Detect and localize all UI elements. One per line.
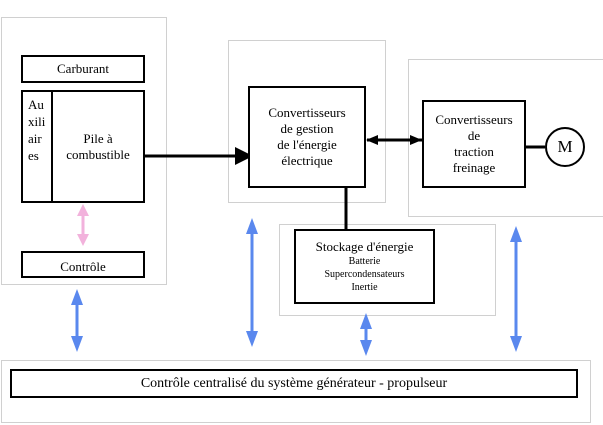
- converter-traction-box: Convertisseurs de traction freinage: [422, 100, 526, 188]
- motor-circle: M: [545, 127, 585, 167]
- storage-items: Batterie Supercondensateurs Inertie: [324, 256, 405, 293]
- converter-management-label: Convertisseurs de gestion de l'énergie é…: [268, 105, 346, 168]
- pile-combustible-label: Pile à combustible: [66, 130, 130, 162]
- pile-combustible-box: Pile à combustible: [51, 90, 145, 203]
- converter-management-box: Convertisseurs de gestion de l'énergie é…: [248, 86, 366, 188]
- blue-arrow-energy-management-control: [246, 218, 258, 347]
- auxiliaires-label: Au xili air es: [28, 97, 46, 163]
- auxiliaires-box: Au xili air es: [21, 90, 53, 203]
- arrow-head-left: [366, 135, 378, 145]
- controle-box: Contrôle: [21, 251, 145, 278]
- storage-box: Stockage d'énergie Batterie Supercondens…: [294, 229, 435, 304]
- motor-label: M: [557, 137, 573, 156]
- storage-title: Stockage d'énergie: [315, 239, 414, 254]
- carburant-label: Carburant: [57, 61, 109, 76]
- controle-label: Contrôle: [60, 259, 106, 274]
- blue-arrow-traction-control: [510, 226, 522, 352]
- blue-arrow-storage-control: [360, 313, 372, 356]
- carburant-box: Carburant: [21, 55, 145, 83]
- converter-traction-label: Convertisseurs de traction freinage: [435, 112, 513, 175]
- blue-arrow-fuelcell-control: [71, 289, 83, 352]
- central-control-label: Contrôle centralisé du système générateu…: [140, 375, 448, 391]
- pink-bidirectional-arrow: [77, 204, 89, 246]
- central-control-box: Contrôle centralisé du système générateu…: [10, 369, 578, 398]
- arrow-head-right: [410, 135, 422, 145]
